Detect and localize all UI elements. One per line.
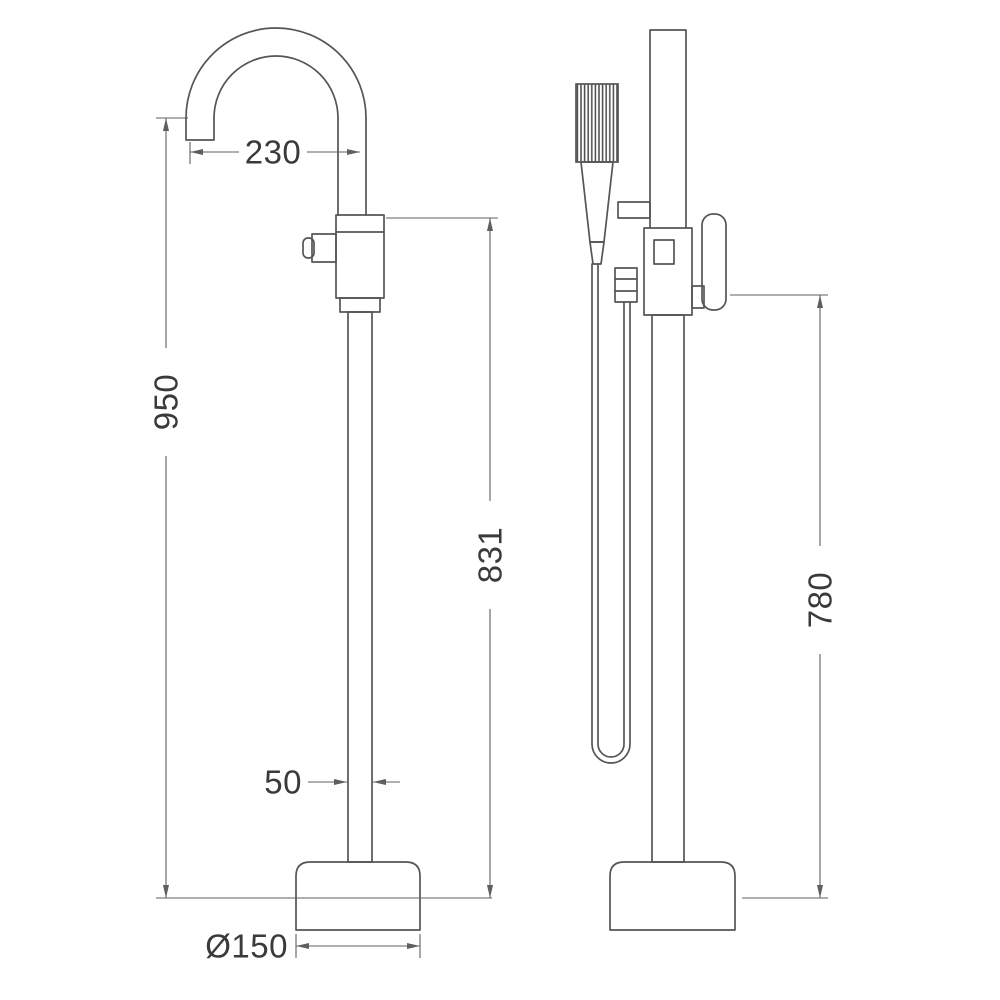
handshower-handle bbox=[580, 161, 614, 243]
front-view bbox=[185, 27, 421, 931]
side-view bbox=[575, 29, 736, 931]
gooseneck-spout-inner bbox=[213, 55, 339, 216]
hose-nut bbox=[614, 267, 638, 303]
floor-base-side bbox=[609, 861, 736, 931]
upper-riser bbox=[649, 29, 687, 229]
dim-831-label-bg bbox=[472, 501, 508, 609]
dim-230-label-bg bbox=[239, 134, 307, 170]
dim-spout-reach-label: 230 bbox=[245, 134, 302, 171]
spout-outlet bbox=[185, 117, 215, 141]
shower-hose-outer bbox=[591, 263, 631, 764]
valve-body bbox=[643, 227, 693, 316]
dimensions: 950 831 230 50 Ø150 780 bbox=[148, 117, 839, 965]
dim-780-label-bg bbox=[802, 546, 838, 654]
diverter-knob-cap bbox=[302, 237, 315, 259]
riser-column-side bbox=[651, 314, 685, 863]
riser-column bbox=[347, 311, 373, 863]
diverter-knob bbox=[311, 233, 337, 263]
valve-body-window bbox=[653, 239, 675, 265]
handshower-connector-cone bbox=[589, 241, 605, 265]
floor-base-front bbox=[295, 861, 421, 931]
lever-handle bbox=[701, 213, 727, 311]
dim-total-height-label: 950 bbox=[148, 374, 185, 431]
body-coupling bbox=[339, 297, 381, 313]
dim-handshower-height-label: 780 bbox=[802, 572, 839, 629]
faucet-body bbox=[335, 214, 385, 299]
shower-hose-inner bbox=[597, 263, 625, 758]
dim-950-label-bg bbox=[148, 348, 184, 456]
dim-spout-height-label: 831 bbox=[472, 527, 509, 584]
dim-column-width-label: 50 bbox=[264, 764, 302, 801]
lever-joint bbox=[691, 285, 705, 309]
handshower-bracket bbox=[617, 201, 651, 219]
handshower-head bbox=[575, 83, 619, 163]
dim-base-diameter-label: Ø150 bbox=[205, 928, 288, 965]
gooseneck-spout-outer bbox=[185, 27, 367, 216]
